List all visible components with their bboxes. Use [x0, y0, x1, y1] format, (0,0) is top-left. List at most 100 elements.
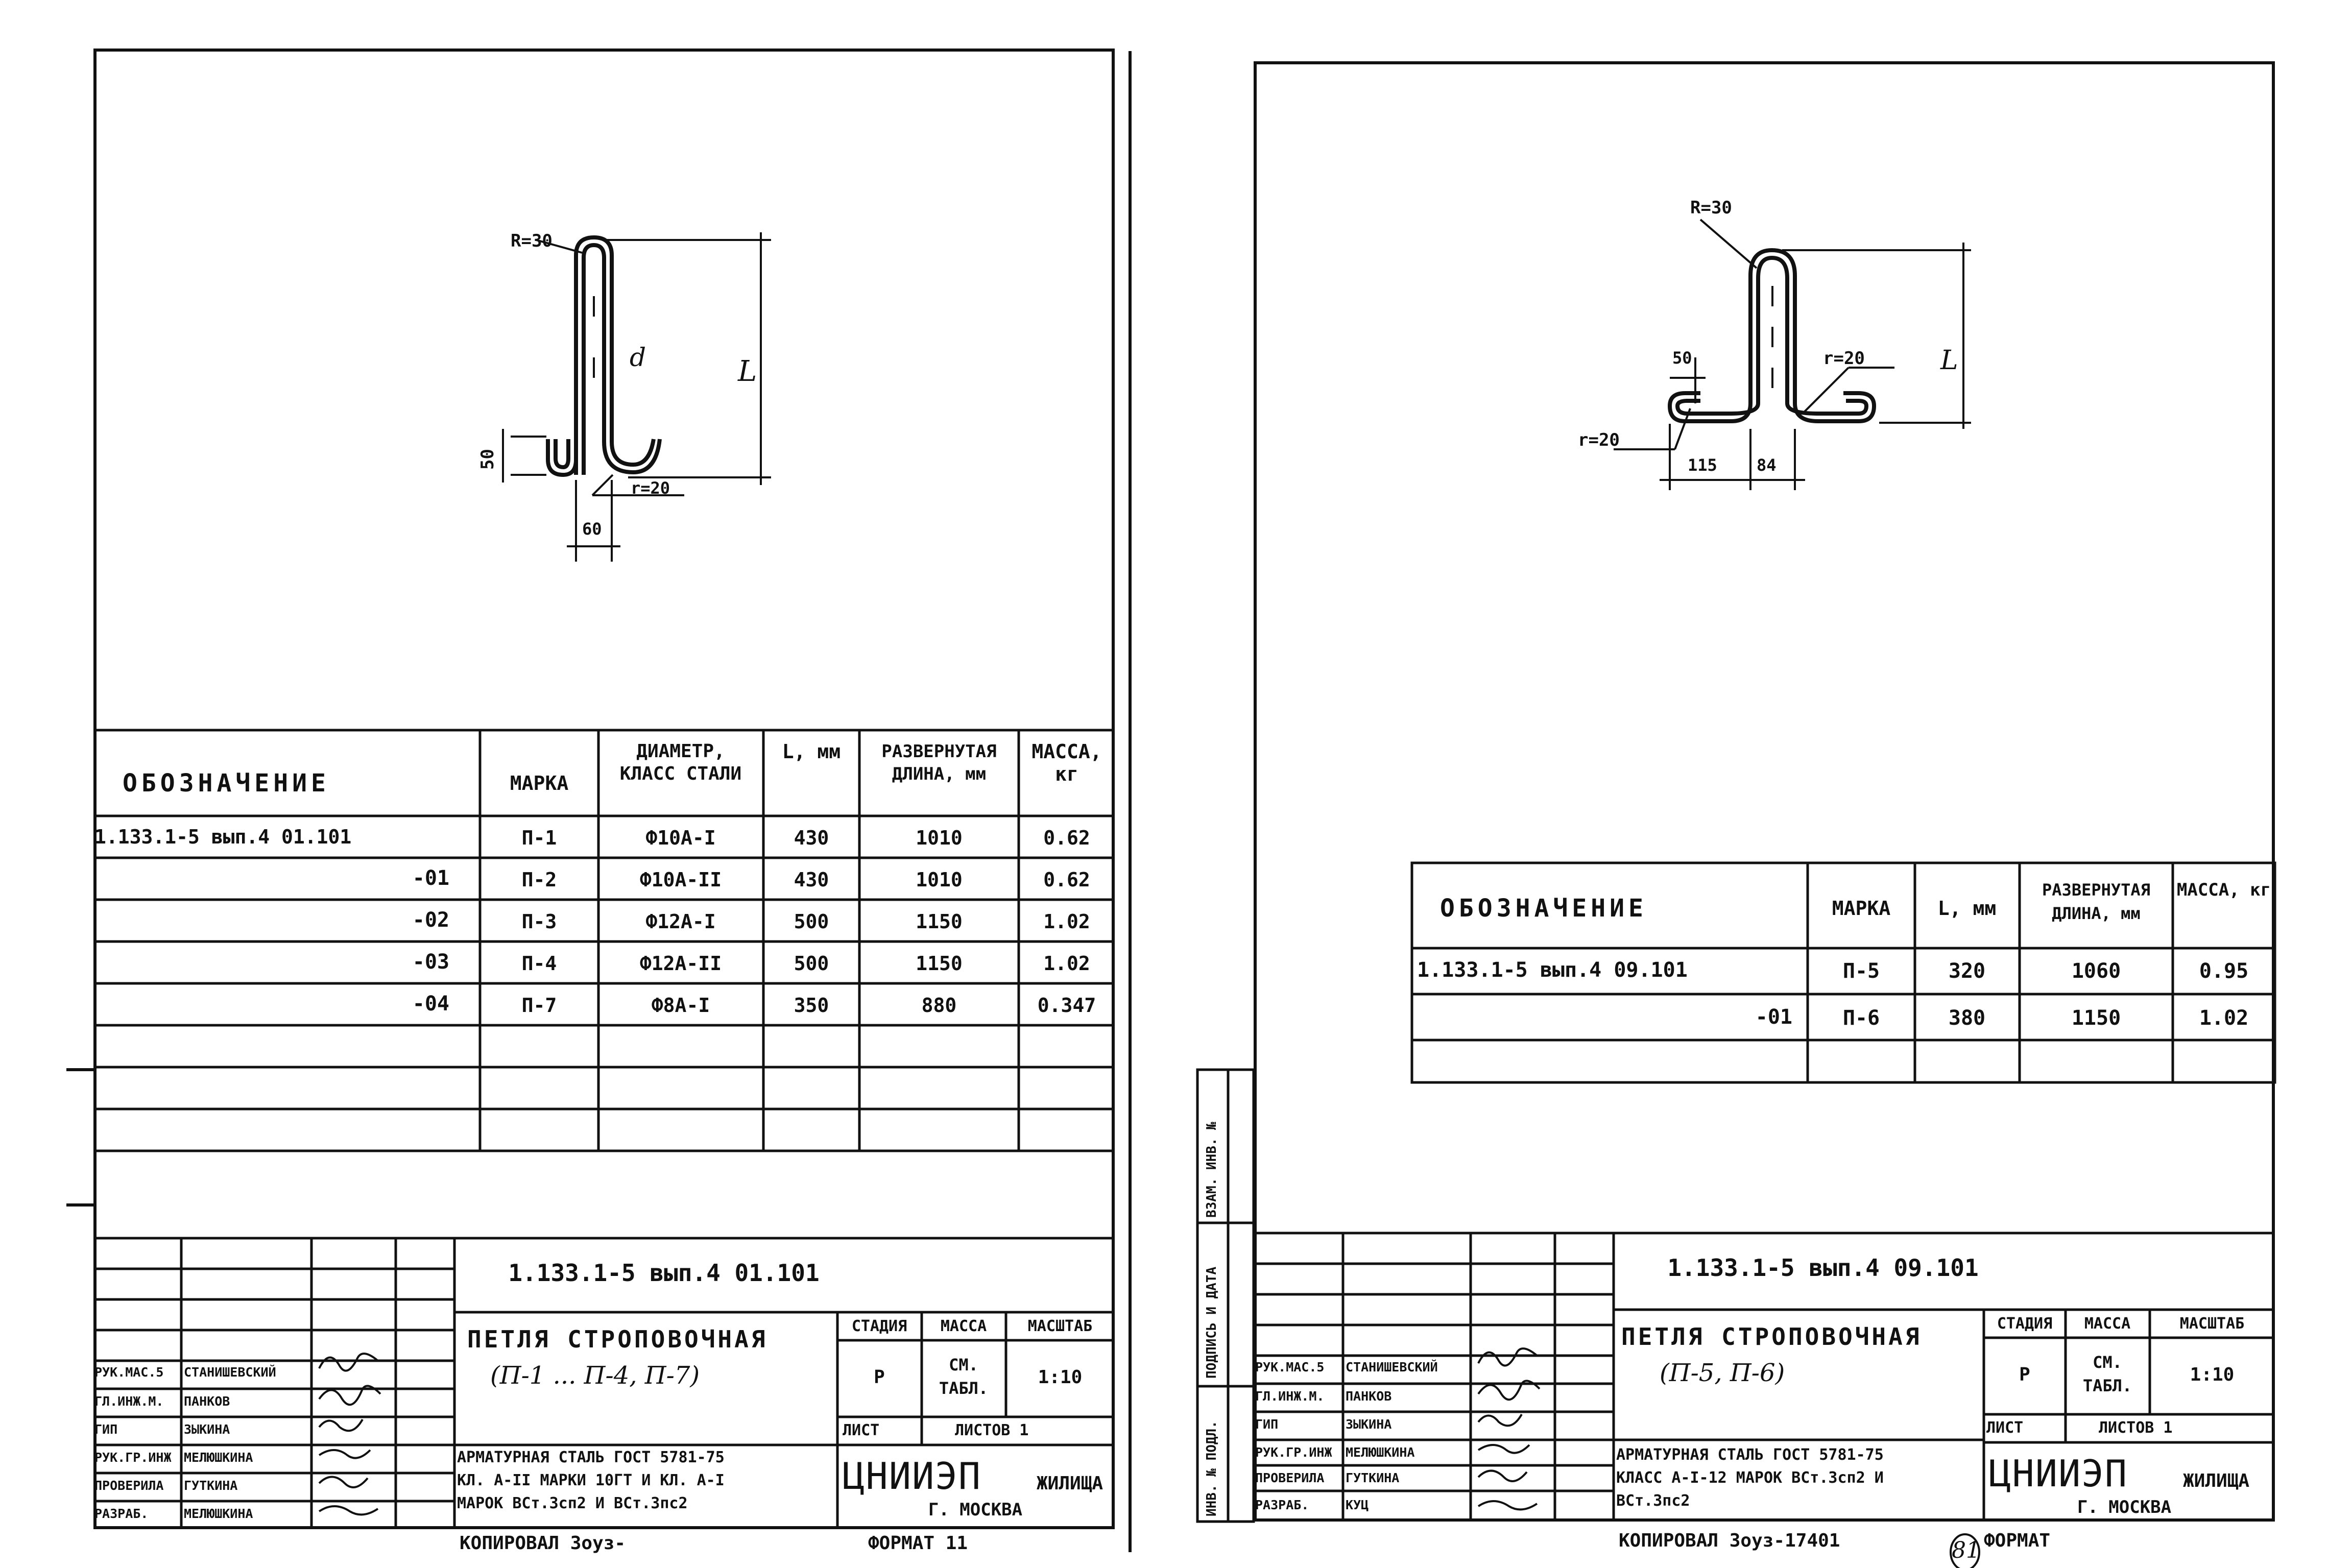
- right-name-4: ГУТКИНА: [1346, 1470, 1400, 1485]
- left-stamp-sheets: ЛИСТОВ 1: [955, 1421, 1029, 1439]
- right-row-1-mass: 1.02: [2199, 1006, 2249, 1030]
- left-stamp-sheet: ЛИСТ: [843, 1421, 880, 1439]
- left-name-0: СТАНИШЕВСКИЙ: [184, 1365, 276, 1380]
- left-role-1: ГЛ.ИНЖ.М.: [94, 1394, 164, 1409]
- left-loop-inner: [582, 243, 662, 475]
- right-copied-by: КОПИРОВАЛ Зоуз-17401: [1619, 1530, 1840, 1551]
- right-stamp-stage-h: СТАДИЯ: [1997, 1315, 2053, 1333]
- left-dimension-lines: [502, 232, 771, 562]
- right-loop-outer: [1748, 248, 1797, 403]
- right-loop-drawing: [1667, 248, 1877, 423]
- right-stamp-grid: [1254, 1232, 2275, 1522]
- right-loop-inner: [1756, 255, 1789, 403]
- right-stamp-mass-h: МАССА: [2084, 1315, 2131, 1333]
- right-role-4: ПРОВЕРИЛА: [1255, 1470, 1325, 1485]
- right-row-1-designation: -01: [1755, 1005, 1792, 1029]
- left-name-3: МЕЛЮШКИНА: [184, 1450, 253, 1465]
- left-stamp-org: ЦНИИЭП: [843, 1455, 982, 1498]
- left-row-0-designation: 1.133.1-5 вып.4 01.101: [94, 826, 352, 848]
- left-stamp-city: Г. МОСКВА: [928, 1500, 1023, 1520]
- right-dimension-lines: [1614, 219, 1971, 490]
- left-hook-left: [546, 439, 578, 477]
- left-row-4-mark: П-7: [521, 994, 557, 1017]
- right-dim-bend-r1: r=20: [1823, 348, 1865, 369]
- left-row-1-mass: 0.62: [1043, 869, 1090, 891]
- right-role-1: ГЛ.ИНЖ.М.: [1255, 1389, 1325, 1404]
- left-stamp-scale-h: МАСШТАБ: [1027, 1317, 1093, 1335]
- left-role-5: РАЗРАБ.: [94, 1506, 149, 1521]
- left-name-5: МЕЛЮШКИНА: [184, 1506, 253, 1521]
- left-name-4: ГУТКИНА: [184, 1478, 238, 1493]
- right-table-grid: [1410, 861, 2276, 1084]
- right-th-unrolled: РАЗВЕРНУТАЯ ДЛИНА, мм: [2042, 880, 2150, 923]
- right-th-designation: ОБОЗНАЧЕНИЕ: [1440, 894, 1647, 923]
- right-dim-length: L: [1940, 345, 1958, 376]
- right-stamp-sheet: ЛИСТ: [1986, 1419, 2024, 1437]
- left-dim-bend-r: r=20: [631, 478, 670, 498]
- right-stamp-mass: СМ. ТАБЛ.: [2082, 1353, 2132, 1395]
- left-row-1-mark: П-2: [521, 869, 557, 891]
- right-dim-bend-r2: r=20: [1578, 430, 1620, 450]
- right-role-3: РУК.ГР.ИНЖ: [1255, 1445, 1332, 1460]
- right-role-5: РАЗРАБ.: [1255, 1498, 1309, 1512]
- left-stamp-stage-h: СТАДИЯ: [851, 1317, 907, 1335]
- left-role-3: РУК.ГР.ИНЖ: [94, 1450, 172, 1465]
- right-side-label-sign: ПОДПИСЬ И ДАТА: [1204, 1266, 1219, 1379]
- left-th-mass: МАССА, кг: [1031, 740, 1102, 785]
- right-name-2: ЗЫКИНА: [1346, 1417, 1392, 1432]
- right-dim-w1: 115: [1688, 455, 1717, 475]
- left-row-3-unrolled: 1150: [916, 952, 963, 975]
- right-signatures: [1477, 1347, 1541, 1511]
- left-th-designation: ОБОЗНАЧЕНИЕ: [123, 769, 330, 798]
- left-dim-diameter: d: [630, 343, 646, 372]
- right-stamp-material-2: КЛАСС А-I-12 МАРОК ВСт.3сп2 И: [1616, 1469, 1884, 1487]
- left-stamp-stage: Р: [874, 1367, 885, 1388]
- left-stamp-title-1: ПЕТЛЯ СТРОПОВОЧНАЯ: [467, 1325, 768, 1353]
- right-dim-w2: 84: [1757, 455, 1777, 475]
- right-row-1-unrolled: 1150: [2071, 1006, 2121, 1030]
- right-sheet: [1254, 61, 2275, 1522]
- left-stamp-material-3: МАРОК ВСт.3сп2 И ВСт.3пс2: [457, 1494, 688, 1512]
- left-row-2-mass: 1.02: [1043, 910, 1090, 933]
- left-row-4-length: 350: [794, 994, 829, 1017]
- left-row-2-length: 500: [794, 910, 829, 933]
- right-dim-radius: R=30: [1690, 198, 1732, 218]
- right-stamp-sheets: ЛИСТОВ 1: [2099, 1419, 2173, 1437]
- right-stamp-scale-h: МАСШТАБ: [2179, 1315, 2245, 1333]
- left-row-3-length: 500: [794, 952, 829, 975]
- left-role-4: ПРОВЕРИЛА: [94, 1478, 164, 1493]
- right-stamp-material-1: АРМАТУРНАЯ СТАЛЬ ГОСТ 5781-75: [1616, 1446, 1884, 1464]
- right-stamp-org: ЦНИИЭП: [1989, 1452, 2128, 1495]
- left-row-3-mass: 1.02: [1043, 952, 1090, 975]
- right-role-0: РУК.МАС.5: [1255, 1360, 1325, 1374]
- left-copied-by: КОПИРОВАЛ Зоуз-: [460, 1533, 626, 1554]
- right-page-number: 81: [1952, 1537, 1980, 1563]
- left-row-1-designation: -01: [412, 866, 449, 890]
- left-th-length: L, мм: [782, 740, 841, 763]
- left-signatures: [318, 1353, 381, 1516]
- left-dim-radius: R=30: [511, 231, 553, 251]
- left-row-0-mark: П-1: [521, 827, 557, 849]
- left-row-0-diameter: Ф10А-I: [645, 827, 716, 849]
- right-name-1: ПАНКОВ: [1346, 1389, 1392, 1404]
- left-stamp-code: 1.133.1-5 вып.4 01.101: [508, 1259, 820, 1287]
- right-stamp-org-sub: ЖИЛИЩА: [2183, 1470, 2250, 1491]
- right-format: ФОРМАТ: [1984, 1530, 2051, 1551]
- left-row-1-length: 430: [794, 869, 829, 891]
- left-row-2-diameter: Ф12А-I: [645, 910, 716, 933]
- right-row-1-mark: П-6: [1842, 1006, 1880, 1030]
- left-loop-outer: [574, 235, 656, 475]
- page-number-bracket: [1950, 1533, 1980, 1568]
- left-row-0-length: 430: [794, 827, 829, 849]
- left-row-2-mark: П-3: [521, 910, 557, 933]
- left-stamp-mass: СМ. ТАБЛ.: [939, 1355, 989, 1398]
- left-role-0: РУК.МАС.5: [94, 1365, 164, 1380]
- left-row-4-mass: 0.347: [1037, 994, 1096, 1017]
- right-name-0: СТАНИШЕВСКИЙ: [1346, 1360, 1438, 1374]
- right-th-mark: МАРКА: [1832, 897, 1891, 920]
- right-dim-hook: 50: [1672, 348, 1692, 368]
- left-dim-length: L: [738, 355, 757, 388]
- left-row-4-unrolled: 880: [921, 994, 957, 1017]
